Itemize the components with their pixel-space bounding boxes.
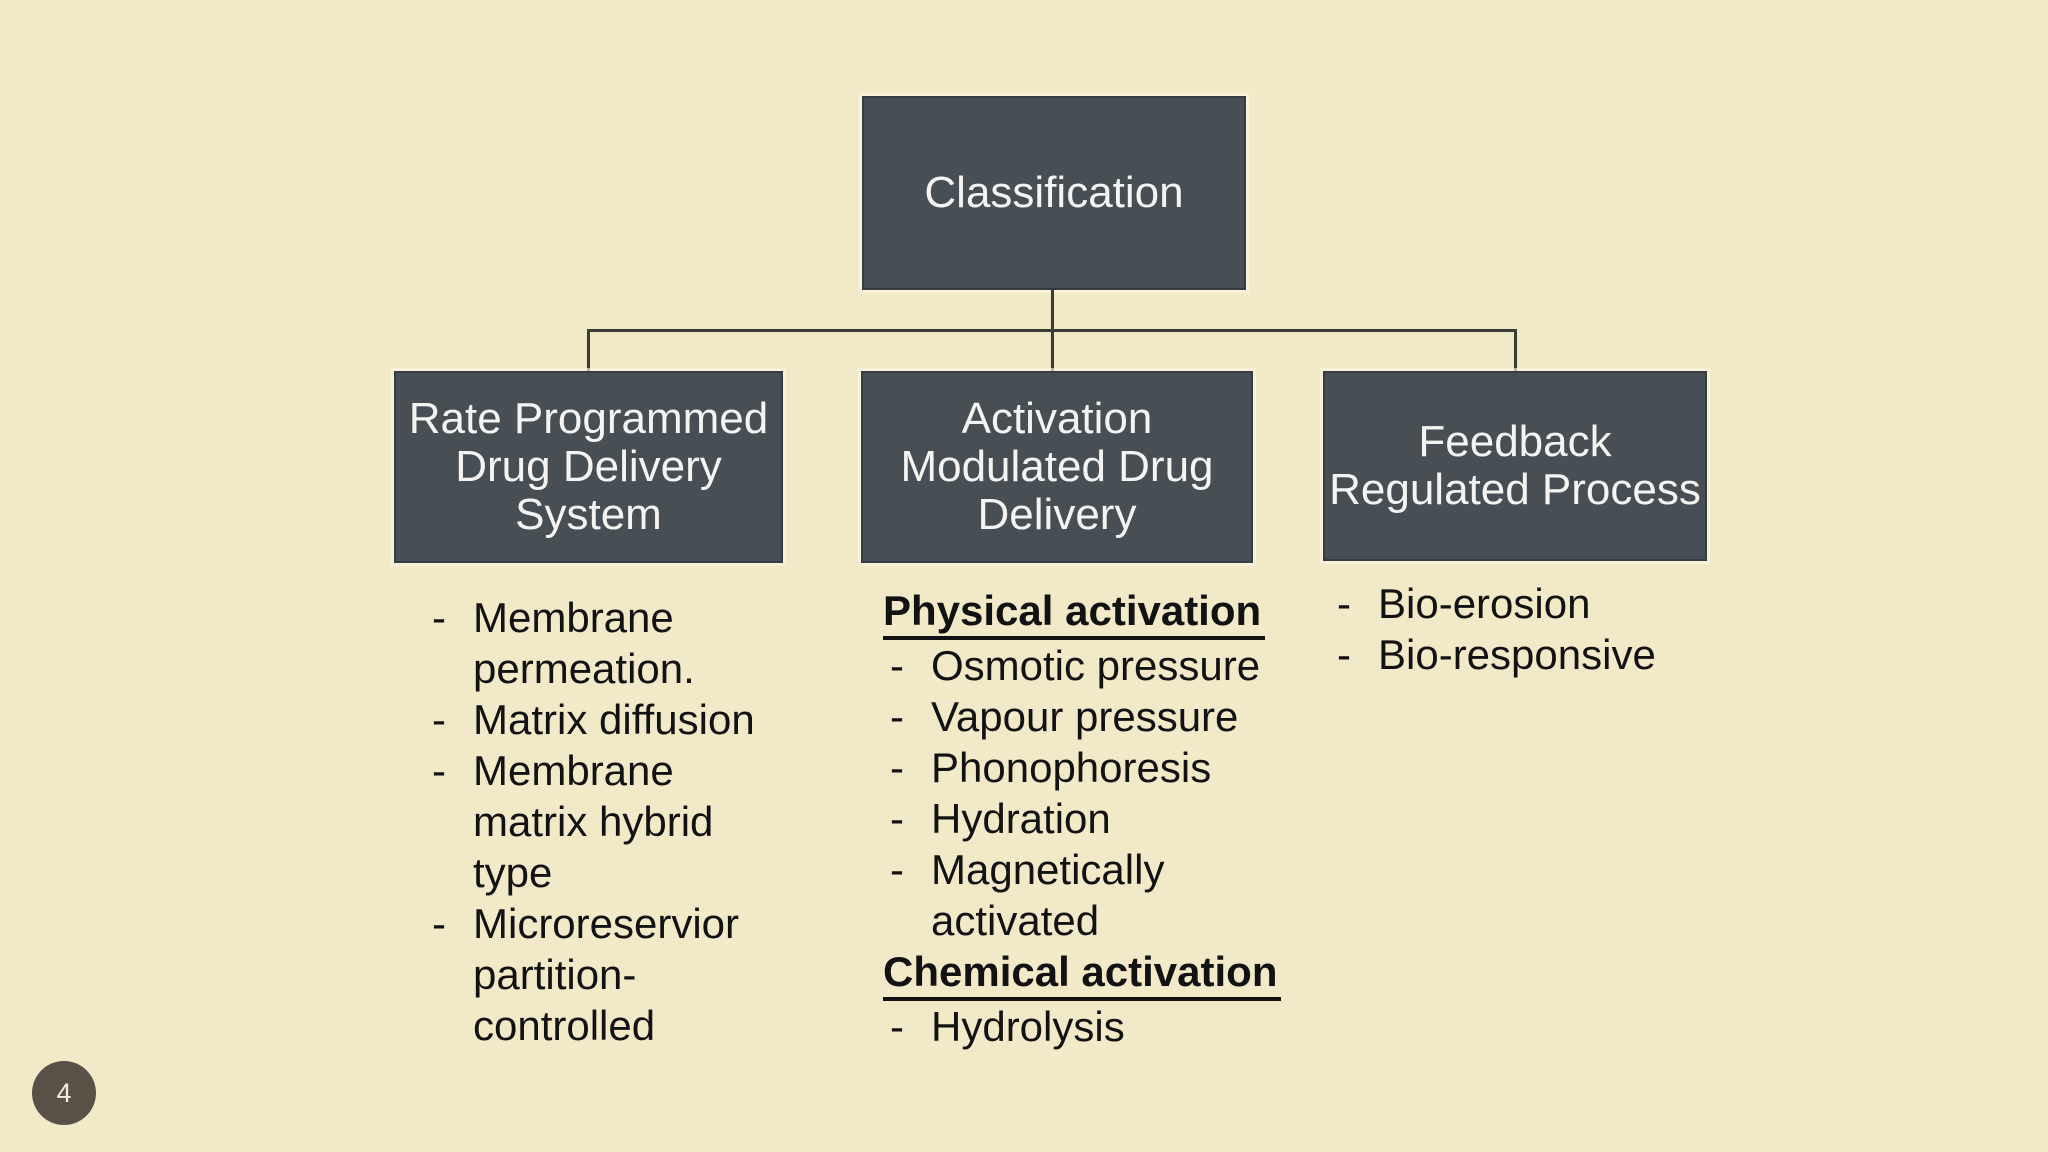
list-item: - Osmotic pressure — [883, 640, 1295, 691]
bullet-dash: - — [1337, 580, 1351, 627]
rate-programmed-list: - Membrane permeation. - Matrix diffusio… — [425, 592, 783, 1051]
node-classification: Classification — [862, 96, 1246, 290]
list-item: - Phonophoresis — [883, 742, 1295, 793]
list-item-text: Bio-erosion — [1378, 580, 1591, 627]
bullet-dash: - — [890, 642, 904, 689]
list-item-text: Magnetically activated — [931, 846, 1165, 944]
node-rate-programmed-label: Rate Programmed Drug Delivery System — [408, 394, 769, 539]
bullet-dash: - — [1337, 631, 1351, 678]
connector-right-vertical — [1514, 329, 1517, 373]
list-item: - Hydrolysis — [883, 1001, 1295, 1052]
page-number-badge: 4 — [32, 1061, 96, 1125]
list-item-text: Hydration — [931, 795, 1111, 842]
bullet-dash: - — [432, 696, 446, 743]
section-heading: Physical activation — [883, 585, 1295, 640]
bullet-dash: - — [432, 747, 446, 794]
bullet-dash: - — [890, 1003, 904, 1050]
feedback-regulated-list: - Bio-erosion - Bio-responsive — [1330, 578, 1675, 680]
connector-root-vertical — [1051, 290, 1054, 330]
section-heading: Chemical activation — [883, 946, 1295, 1001]
node-rate-programmed: Rate Programmed Drug Delivery System — [394, 371, 783, 563]
bullet-dash: - — [890, 795, 904, 842]
section-heading-text: Physical activation — [883, 585, 1266, 640]
list-item: - Vapour pressure — [883, 691, 1295, 742]
page-number: 4 — [56, 1077, 72, 1108]
bullet-dash: - — [432, 594, 446, 641]
list-item: - Membrane matrix hybrid type — [425, 745, 783, 898]
node-classification-label: Classification — [924, 168, 1184, 217]
list-item-text: Membrane permeation. — [473, 594, 695, 692]
list-item-text: Membrane matrix hybrid type — [473, 747, 714, 896]
list-item: - Membrane permeation. — [425, 592, 783, 694]
node-feedback-regulated: Feedback Regulated Process — [1323, 371, 1707, 561]
bullet-dash: - — [432, 900, 446, 947]
section-heading-text: Chemical activation — [883, 946, 1282, 1001]
list-item-text: Phonophoresis — [931, 744, 1212, 791]
list-item-text: Vapour pressure — [931, 693, 1239, 740]
bullet-dash: - — [890, 744, 904, 791]
list-item-text: Microreservior partition-controlled — [473, 900, 740, 1049]
list-item: - Hydration — [883, 793, 1295, 844]
node-activation-modulated-label: Activation Modulated Drug Delivery — [900, 394, 1214, 539]
list-item-text: Bio-responsive — [1378, 631, 1656, 678]
list-item-text: Osmotic pressure — [931, 642, 1261, 689]
list-item: - Bio-responsive — [1330, 629, 1675, 680]
connector-middle-vertical — [1051, 329, 1054, 373]
list-item-text: Matrix diffusion — [473, 696, 755, 743]
activation-modulated-list: Physical activation - Osmotic pressure -… — [883, 585, 1295, 1052]
node-feedback-regulated-label: Feedback Regulated Process — [1329, 417, 1701, 514]
list-item: - Matrix diffusion — [425, 694, 783, 745]
list-item: - Microreservior partition-controlled — [425, 898, 783, 1051]
bullet-dash: - — [890, 846, 904, 893]
connector-left-vertical — [587, 329, 590, 373]
list-item-text: Hydrolysis — [931, 1003, 1125, 1050]
bullet-dash: - — [890, 693, 904, 740]
list-item: - Bio-erosion — [1330, 578, 1675, 629]
list-item: - Magnetically activated — [883, 844, 1295, 946]
node-activation-modulated: Activation Modulated Drug Delivery — [861, 371, 1253, 563]
